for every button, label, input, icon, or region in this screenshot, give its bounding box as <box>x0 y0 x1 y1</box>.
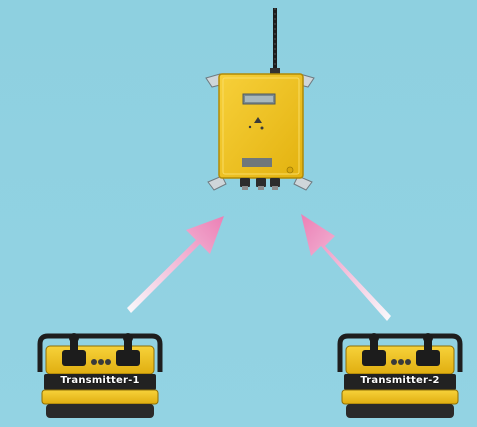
signal-arrow-icon <box>127 216 224 318</box>
remote-control-icon <box>337 333 463 418</box>
antenna-icon <box>270 8 280 74</box>
transmitter-2-label: Transmitter-2 <box>360 375 440 386</box>
signal-arrow-icon <box>301 214 391 326</box>
transmitter-1-label: Transmitter-1 <box>60 375 140 386</box>
remote-control-icon <box>37 333 163 418</box>
receiver-icon <box>205 8 315 191</box>
